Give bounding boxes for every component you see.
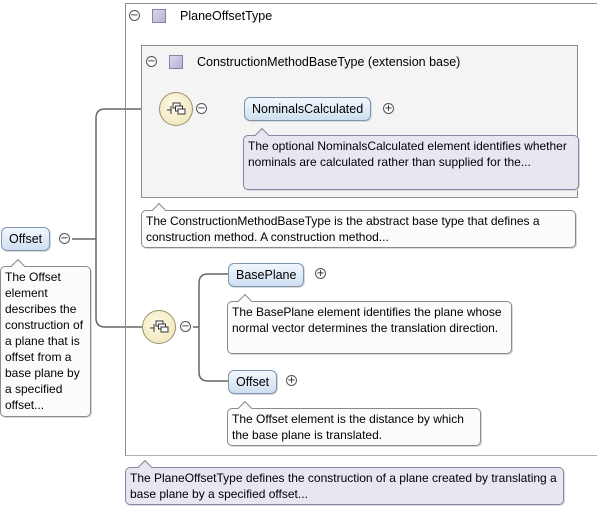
main-sequence-collapse-toggle[interactable]: − xyxy=(180,321,191,332)
offset-child-element[interactable]: Offset xyxy=(228,370,278,394)
offset-child-expand-toggle[interactable]: + xyxy=(286,375,297,386)
plane-offset-type-collapse-toggle[interactable]: − xyxy=(129,10,140,21)
construction-method-description-text: The ConstructionMethodBaseType is the ab… xyxy=(146,214,540,244)
construction-method-base-type-title: ConstructionMethodBaseType (extension ba… xyxy=(197,55,461,69)
offset-child-description-text: The Offset element is the distance by wh… xyxy=(232,412,464,442)
construction-method-collapse-toggle[interactable]: − xyxy=(146,56,157,67)
offset-root-collapse-toggle[interactable]: − xyxy=(59,233,70,244)
base-plane-element[interactable]: BasePlane xyxy=(228,263,305,287)
trunk-to-main-sequence-line xyxy=(95,239,143,328)
sequence-compositor-icon[interactable] xyxy=(159,92,193,126)
branch-to-baseplane-line xyxy=(198,273,228,327)
plane-offset-type-description: The PlaneOffsetType defines the construc… xyxy=(125,459,564,505)
construction-method-description: The ConstructionMethodBaseType is the ab… xyxy=(141,202,576,248)
branch-to-offset-line xyxy=(198,327,228,382)
sequence-icon xyxy=(150,320,169,333)
base-plane-description: The BasePlane element identifies the pla… xyxy=(227,293,512,354)
base-plane-expand-toggle[interactable]: + xyxy=(315,268,326,279)
nominals-calculated-expand-toggle[interactable]: + xyxy=(383,103,394,114)
sequence-icon xyxy=(167,102,186,115)
base-plane-description-text: The BasePlane element identifies the pla… xyxy=(232,305,502,335)
nominals-calculated-element[interactable]: NominalsCalculated xyxy=(244,97,372,121)
plane-offset-type-title: PlaneOffsetType xyxy=(180,9,273,23)
plane-offset-type-description-text: The PlaneOffsetType defines the construc… xyxy=(130,471,557,501)
offset-root-element[interactable]: Offset xyxy=(1,227,51,251)
trunk-to-nominals-sequence-line xyxy=(95,108,160,239)
sequence-compositor-icon[interactable] xyxy=(142,310,176,344)
nominals-calculated-description-text: The optional NominalsCalculated element … xyxy=(248,139,567,169)
complex-type-icon xyxy=(152,9,166,23)
complex-type-icon xyxy=(169,55,183,69)
nominals-calculated-description: The optional NominalsCalculated element … xyxy=(243,127,579,190)
nominals-sequence-collapse-toggle[interactable]: − xyxy=(196,103,207,114)
offset-root-description-text: The Offset element describes the constru… xyxy=(5,270,84,412)
offset-child-description: The Offset element is the distance by wh… xyxy=(227,400,481,446)
offset-root-description: The Offset element describes the constru… xyxy=(0,258,91,417)
plane-offset-type-box xyxy=(125,3,597,456)
